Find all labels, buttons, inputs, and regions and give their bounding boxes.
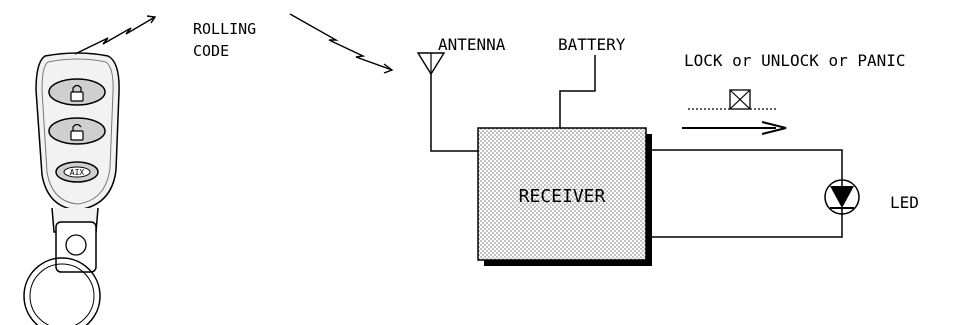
lock-button[interactable] bbox=[48, 78, 106, 106]
unlock-icon bbox=[70, 123, 84, 141]
rolling-code-label-line2: CODE bbox=[193, 42, 229, 60]
receive-signal-icon bbox=[289, 13, 393, 71]
antenna-label: ANTENNA bbox=[438, 35, 506, 54]
signal-label: LOCK or UNLOCK or PANIC bbox=[684, 51, 906, 70]
led-label: LED bbox=[890, 193, 919, 212]
battery-label: BATTERY bbox=[558, 35, 626, 54]
key-ring bbox=[23, 257, 101, 325]
transmit-signal-icon bbox=[74, 16, 156, 55]
output-wire-top bbox=[652, 149, 843, 180]
receiver-label: RECEIVER bbox=[519, 186, 606, 207]
lock-icon bbox=[70, 84, 84, 102]
panic-button[interactable]: AIX bbox=[55, 161, 99, 183]
rolling-code-label: ROLLING bbox=[193, 20, 256, 38]
unlock-button[interactable] bbox=[48, 117, 106, 145]
panic-button-label: AIX bbox=[70, 168, 85, 177]
key-fob: AIX bbox=[23, 52, 120, 325]
output-wire-bottom bbox=[652, 214, 843, 238]
signal-pulse-icon bbox=[688, 89, 776, 110]
receiver-box: RECEIVER bbox=[477, 127, 652, 266]
antenna-wire bbox=[430, 74, 478, 152]
antenna-icon bbox=[416, 52, 446, 76]
signal-arrow-icon bbox=[682, 121, 787, 135]
led-icon bbox=[824, 179, 860, 215]
battery-wire bbox=[559, 55, 596, 128]
